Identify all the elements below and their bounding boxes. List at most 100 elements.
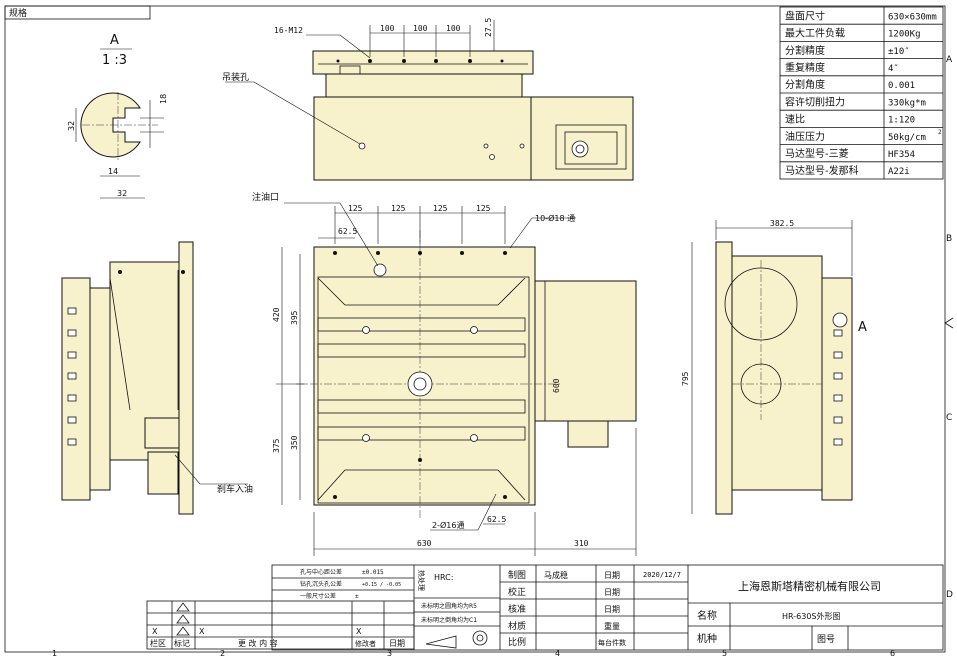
heat-treatment: 热处理 [417,570,426,591]
top-view: 100 100 100 27.5 16-M12 吊装孔 [222,18,634,181]
detail-dim-depth: 14 [108,167,118,176]
date-label-3: 日期 [604,605,620,614]
drawing-name: HR-630S外形图 [782,611,840,621]
oil-inlet-label: 注油口 [252,191,279,203]
spec-value-6: 1:120 [888,116,915,126]
projection-circle-icon [472,630,488,646]
front-spacing-2: 125 [391,204,406,213]
date-label-1: 日期 [604,571,620,580]
right-side-view: A 382.5 795 [681,219,867,515]
qty-label: 每台件数 [598,638,626,647]
top-table-collar [325,73,523,98]
front-spacing-1: 125 [348,204,363,213]
zone-number-3: 3 [387,649,392,657]
view-a-marker-circle [832,312,848,328]
projection-cone-icon [425,635,457,649]
front-spacing-3: 125 [433,204,448,213]
front-dim-375: 375 [272,438,281,453]
spec-label-2: 分割精度 [785,44,825,57]
note-fillet: 未标明之圆角均为R5 [421,602,477,610]
front-view: 125 125 125 125 62.5 10-Ø18 通 注油口 420 39… [252,191,637,556]
tolerance-label-2: 钻孔沉头孔公差 [300,580,342,588]
spec-label-4: 分割角度 [785,78,825,91]
left-t-slot-marks [67,307,77,446]
top-table-plate [312,50,534,75]
zone-letter-d: D [946,590,953,600]
tolerance-value-3: ± [355,593,359,600]
front-spacing-4: 125 [476,204,491,213]
detail-scale: 1 :3 [102,53,127,68]
role-check: 校正 [508,586,526,598]
front-motor-bracket [567,420,609,448]
spec-value-9: A22i [888,167,910,177]
date-value: 2020/12/7 [643,571,681,579]
spec-value-1: 1200Kg [888,30,921,40]
detail-dim-width: 32 [117,189,127,198]
role-draft: 制图 [508,569,526,581]
right-main-housing [731,255,831,491]
date-label-2: 日期 [604,588,620,597]
front-t-slots [317,277,526,501]
lifting-hole [358,142,366,150]
number-label: 图号 [817,634,835,645]
top-spacing-1: 100 [380,24,395,33]
tolerance-value-1: ±0.015 [362,569,384,576]
spec-label-6: 速比 [785,114,805,126]
front-motor-housing [534,280,637,422]
hrc-label: HRC: [434,573,453,582]
right-t-slot-marks [833,329,843,446]
spec-label-5: 容许切削扭力 [785,95,845,108]
spec-label-3: 重复精度 [785,61,825,74]
top-main-body [313,96,532,181]
oil-inlet-port [373,263,387,277]
left-side-view: 刹车入油 [61,241,253,515]
front-top-holes [333,251,507,499]
detail-dim-height: 32 [67,121,76,131]
front-table-plate [317,276,530,504]
spec-label-0: 盘面尺寸 [785,9,825,22]
zone-number-2: 2 [220,649,225,657]
spec-label-1: 最大工件负载 [785,27,845,40]
draftsman-name: 马成稳 [544,570,568,580]
revision-head-editor: 修改者 [355,639,376,648]
zone-number-5: 5 [722,649,727,657]
front-dim-600: 600 [552,378,561,393]
zone-number-6: 6 [890,649,895,657]
role-scale: 比例 [508,636,526,648]
spec-value-0: 630×630mm [888,12,937,22]
revision-table: X X X 栏区 标记 更 改 内 容 修改者 日期 [146,600,415,650]
revision-x-2: X [199,627,205,636]
brake-inlet-label: 刹车入油 [217,483,253,495]
top-motor-flange [555,124,627,170]
right-table-edge [821,277,853,501]
hole-callout: 16-M12 [274,26,303,35]
tolerance-label-1: 孔与中心距公差 [300,568,342,576]
role-approve: 核准 [508,603,526,615]
view-a-marker: A [858,320,867,335]
spec-value-2: ±10″ [888,47,910,57]
revision-x-3: X [356,627,362,636]
spec-value-8: HF354 [888,150,915,160]
weight-label: 重量 [604,621,620,631]
detail-letter: A [110,33,119,48]
top-motor-housing [530,96,634,181]
front-dim-395: 395 [290,310,299,325]
spec-value-7: 50kg/cm [888,133,926,143]
revision-x-1: X [152,627,158,636]
left-base-flange [178,241,194,515]
front-bolt-circles [362,326,478,442]
tolerance-label-3: 一般尺寸公差 [300,592,336,600]
zone-arrow-marker [944,317,954,329]
top-bolt-holes [336,59,504,63]
model-label: 机种 [697,632,717,645]
spec-pressure-superscript: 2 [938,129,942,136]
front-motor-310: 310 [574,539,589,548]
side-depth-382: 382.5 [770,219,794,228]
front-bottom-offset: 62.5 [487,515,506,524]
through-holes-top: 10-Ø18 通 [535,213,575,223]
zone-letter-b: B [946,234,952,244]
corner-tag: 规格 [9,7,27,19]
zone-letter-c: C [946,413,952,423]
